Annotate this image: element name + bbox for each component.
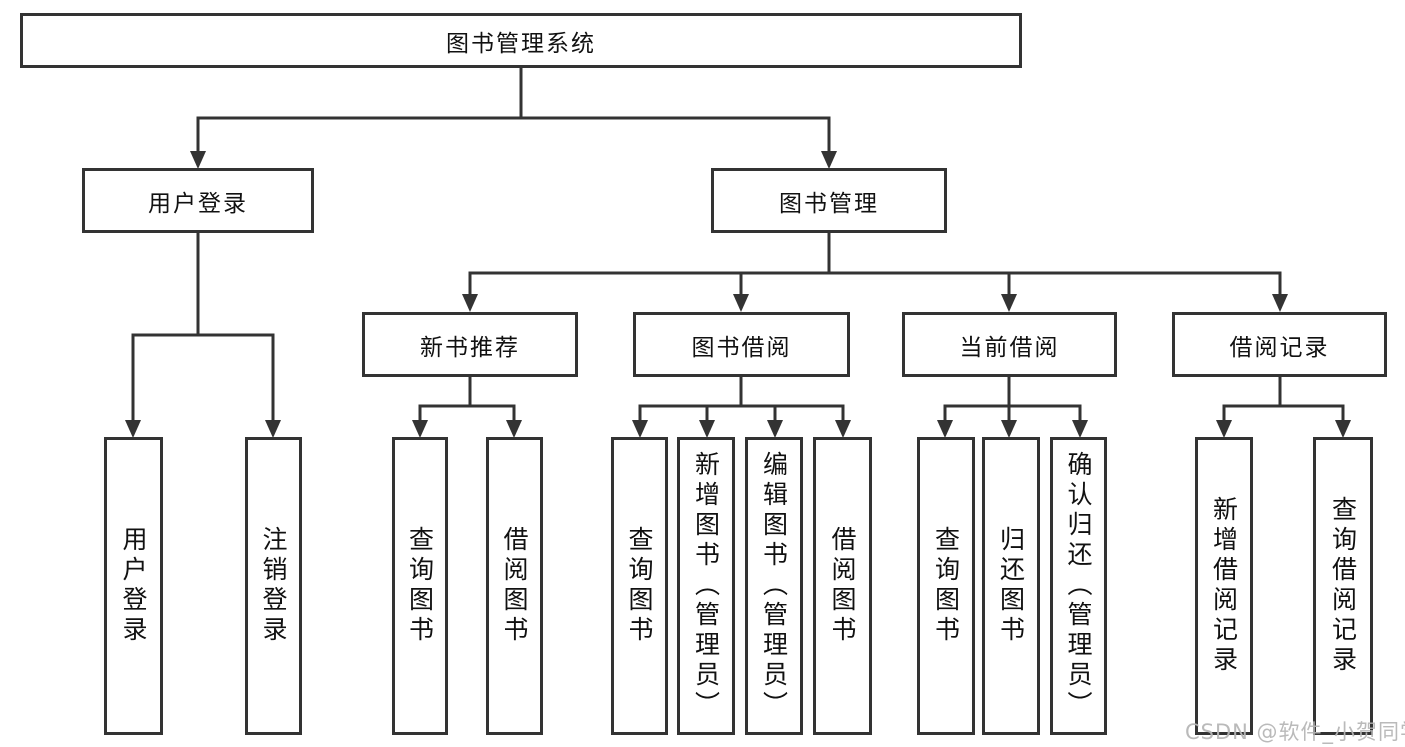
watermark-csdn: CSDN @软件_小贺同学 (1185, 720, 1405, 744)
leaf-add-borrow-record-label: 新增借阅记录 (1209, 496, 1239, 676)
node-book-management: 图书管理 (711, 168, 947, 233)
node-current-borrowing: 当前借阅 (902, 312, 1117, 377)
node-borrowing-records: 借阅记录 (1172, 312, 1387, 377)
arrowhead-icons (125, 151, 1351, 438)
node-user-login-label: 用户登录 (148, 190, 248, 217)
leaf-user-login-label: 用户登录 (119, 526, 148, 646)
leaf-logout-login-label: 注销登录 (259, 526, 288, 646)
leaf-user-login: 用户登录 (104, 437, 163, 735)
node-library-system-label: 图书管理系统 (446, 30, 596, 57)
leaf-query-books-current-label: 查询图书 (931, 526, 961, 646)
node-book-management-label: 图书管理 (779, 190, 879, 217)
node-library-system: 图书管理系统 (20, 13, 1022, 68)
leaf-edit-books-admin: 编辑图书（管理员） (745, 437, 803, 735)
leaf-borrow-books-borrowing: 借阅图书 (813, 437, 872, 735)
leaf-query-borrow-record-label: 查询借阅记录 (1328, 496, 1358, 676)
leaf-add-books-admin-label: 新增图书（管理员） (691, 451, 721, 721)
leaf-add-books-admin: 新增图书（管理员） (677, 437, 735, 735)
leaf-return-books: 归还图书 (982, 437, 1040, 735)
node-book-borrowing-label: 图书借阅 (691, 334, 792, 361)
leaf-query-books-borrowing-label: 查询图书 (625, 526, 654, 646)
leaf-query-books-recommend: 查询图书 (392, 437, 448, 735)
node-current-borrowing-label: 当前借阅 (959, 334, 1060, 361)
node-new-book-recommendation-label: 新书推荐 (420, 334, 520, 361)
leaf-confirm-return-admin-label: 确认归还（管理员） (1064, 451, 1093, 721)
node-new-book-recommendation: 新书推荐 (362, 312, 578, 377)
node-book-borrowing: 图书借阅 (633, 312, 850, 377)
leaf-edit-books-admin-label: 编辑图书（管理员） (759, 451, 789, 721)
leaf-logout-login: 注销登录 (245, 437, 302, 735)
leaf-borrow-books-recommend: 借阅图书 (486, 437, 543, 735)
node-user-login: 用户登录 (82, 168, 314, 233)
leaf-confirm-return-admin: 确认归还（管理员） (1050, 437, 1107, 735)
node-borrowing-records-label: 借阅记录 (1229, 334, 1330, 361)
leaf-query-books-current: 查询图书 (917, 437, 975, 735)
leaf-query-books-borrowing: 查询图书 (611, 437, 668, 735)
leaf-return-books-label: 归还图书 (996, 526, 1026, 646)
leaf-query-borrow-record: 查询借阅记录 (1313, 437, 1373, 735)
leaf-borrow-books-borrowing-label: 借阅图书 (828, 526, 857, 646)
leaf-borrow-books-recommend-label: 借阅图书 (500, 526, 529, 646)
leaf-query-books-recommend-label: 查询图书 (405, 526, 435, 646)
leaf-add-borrow-record: 新增借阅记录 (1195, 437, 1253, 735)
